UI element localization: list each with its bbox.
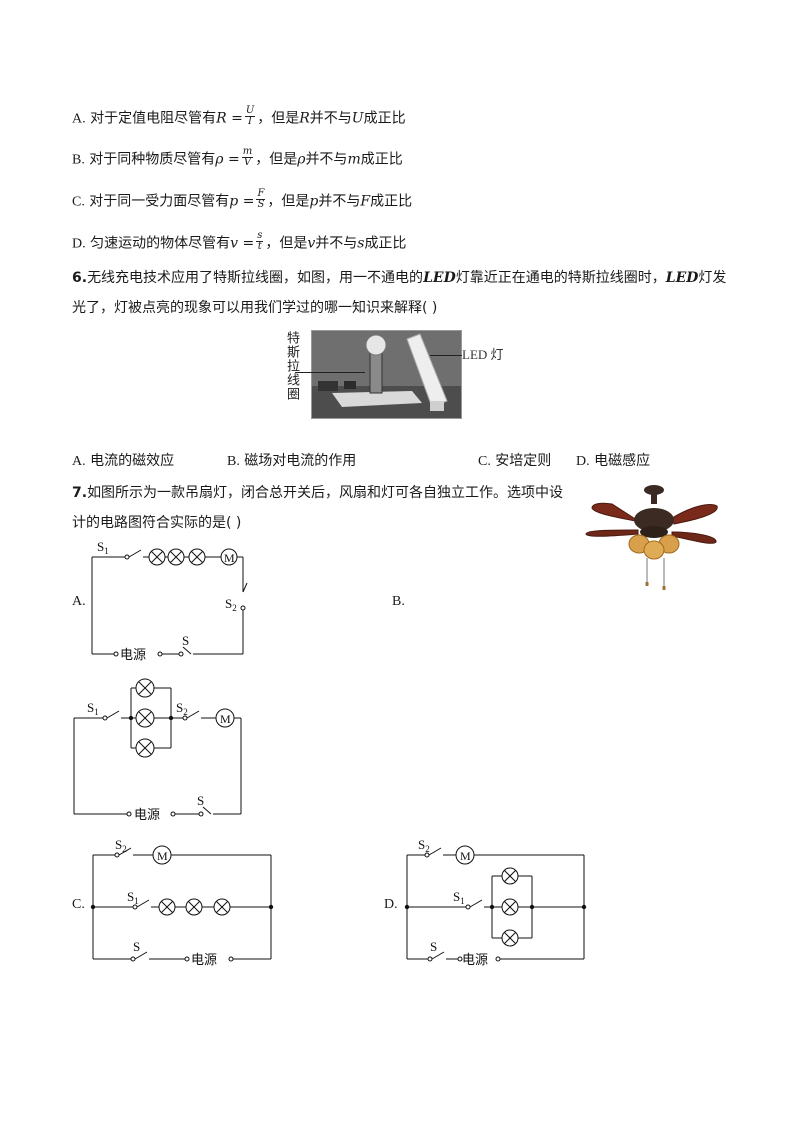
q6-option-c[interactable]: C. 安培定则 bbox=[478, 453, 552, 469]
switch-s1-label: S1 bbox=[127, 889, 139, 906]
q6-stem-line2: 光了，灯被点亮的现象可以用我们学过的哪一知识来解释( ) bbox=[72, 300, 438, 316]
circuit-diagram-c[interactable]: M S2 S1 S 电源 bbox=[85, 835, 280, 967]
power-source-label: 电源 bbox=[191, 952, 217, 967]
option-letter: A. bbox=[72, 111, 86, 127]
power-source-label: 电源 bbox=[120, 647, 146, 662]
option-text: 对于定值电阻尽管有 bbox=[90, 110, 217, 127]
equals-sign: = bbox=[238, 193, 255, 210]
formula-lhs: p bbox=[229, 193, 239, 210]
q6-option-d[interactable]: D. 电磁感应 bbox=[576, 453, 651, 469]
q7-stem-line2: 计的电路图符合实际的是( ) bbox=[72, 515, 242, 531]
circuit-diagram-a[interactable]: M S1 S2 S 电源 bbox=[85, 535, 260, 665]
formula-lhs: v bbox=[230, 235, 238, 252]
switch-s1-label: S1 bbox=[453, 889, 465, 906]
switch-s2-label: S2 bbox=[115, 837, 127, 854]
switch-s-label: S bbox=[197, 793, 204, 808]
motor-symbol: M bbox=[220, 712, 231, 726]
q6-stem-line1: 6.无线充电技术应用了特斯拉线圈，如图，用一不通电的LED灯靠近正在通电的特斯拉… bbox=[72, 270, 727, 286]
led-lamp-label: LED 灯 bbox=[462, 347, 504, 362]
switch-s2-label: S2 bbox=[176, 700, 188, 717]
option-letter: B. bbox=[72, 152, 85, 168]
switch-s1-label: S1 bbox=[97, 539, 109, 556]
switch-s-label: S bbox=[133, 939, 140, 954]
formula-lhs: R bbox=[216, 110, 227, 127]
switch-s2-label: S2 bbox=[418, 837, 430, 854]
motor-symbol: M bbox=[157, 849, 168, 863]
equals-sign: = bbox=[223, 151, 240, 168]
circuit-b-label[interactable]: B. bbox=[392, 594, 405, 609]
option-letter: D. bbox=[72, 236, 86, 252]
switch-s1-label: S1 bbox=[87, 700, 99, 717]
option-text: 匀速运动的物体尽管有 bbox=[90, 235, 231, 252]
tesla-coil-photo-illustration bbox=[312, 331, 461, 418]
motor-symbol: M bbox=[460, 849, 471, 863]
power-source-label: 电源 bbox=[462, 952, 488, 967]
circuit-diagram-b[interactable]: M S1 S2 S 电源 bbox=[65, 670, 250, 820]
tesla-coil-photo bbox=[311, 330, 462, 419]
switch-s-label: S bbox=[430, 939, 437, 954]
option-text: 对于同一受力面尽管有 bbox=[89, 193, 230, 210]
circuit-d-label[interactable]: D. bbox=[384, 897, 398, 912]
tesla-coil-pointer-line bbox=[295, 372, 365, 373]
question-number: 7. bbox=[72, 485, 88, 501]
equals-sign: = bbox=[238, 235, 255, 252]
ceiling-fan-icon bbox=[585, 485, 718, 590]
circuit-c-label[interactable]: C. bbox=[72, 897, 85, 912]
led-pointer-line bbox=[430, 355, 462, 356]
motor-symbol: M bbox=[224, 551, 235, 565]
q6-option-b[interactable]: B. 磁场对电流的作用 bbox=[227, 453, 357, 469]
switch-s2-label: S2 bbox=[225, 596, 237, 613]
q7-stem-line1: 7.如图所示为一款吊扇灯，闭合总开关后，风扇和灯可各自独立工作。选项中设 bbox=[72, 485, 564, 501]
circuit-diagram-d[interactable]: M S2 S1 S 电源 bbox=[400, 835, 595, 967]
q6-option-a[interactable]: A. 电流的磁效应 bbox=[72, 453, 175, 469]
tesla-coil-label: 特斯拉线圈 bbox=[284, 331, 299, 401]
option-text: 对于同种物质尽管有 bbox=[89, 151, 216, 168]
question-number: 6. bbox=[72, 270, 88, 286]
circuit-a-label[interactable]: A. bbox=[72, 594, 86, 609]
power-source-label: 电源 bbox=[134, 807, 160, 820]
switch-s-label: S bbox=[182, 633, 189, 648]
ceiling-fan-image bbox=[582, 482, 727, 592]
formula-lhs: ρ bbox=[215, 151, 224, 168]
equals-sign: = bbox=[226, 110, 243, 127]
option-letter: C. bbox=[72, 194, 85, 210]
